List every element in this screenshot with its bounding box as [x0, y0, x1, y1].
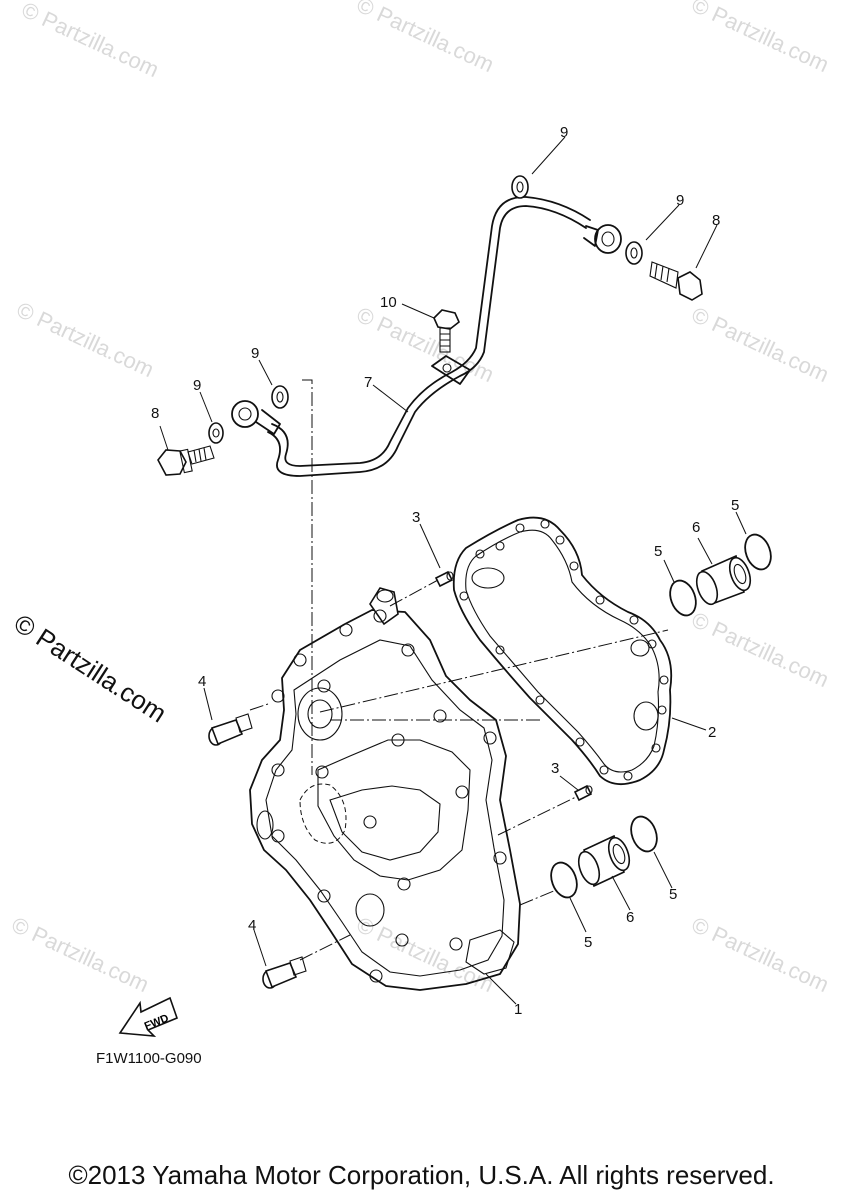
- watermark: © Partzilla.com: [353, 0, 498, 77]
- dowel-pins: [434, 570, 593, 802]
- callout-8: 8: [151, 405, 159, 422]
- copyright-notice: ©2013 Yamaha Motor Corporation, U.S.A. A…: [68, 1160, 775, 1190]
- bolt-10: [433, 309, 460, 353]
- o-rings-and-collars: [550, 533, 772, 899]
- callout-4: 4: [248, 917, 256, 934]
- callout-6: 6: [626, 909, 634, 926]
- crankcase-cover: [249, 587, 521, 991]
- watermarks: © Partzilla.com © Partzilla.com © Partzi…: [8, 0, 833, 997]
- callout-10: 10: [380, 294, 397, 311]
- callout-5: 5: [669, 886, 677, 903]
- callout-3: 3: [551, 760, 559, 777]
- callout-1: 1: [514, 1001, 522, 1018]
- watermark-large: © Partzilla.com: [9, 608, 172, 729]
- callout-3: 3: [412, 509, 420, 526]
- callout-5: 5: [584, 934, 592, 951]
- washers-9: [208, 175, 643, 444]
- watermark: © Partzilla.com: [688, 302, 833, 387]
- fwd-arrow-icon: FWD: [118, 996, 179, 1037]
- watermark: © Partzilla.com: [688, 607, 833, 692]
- callout-9: 9: [251, 345, 259, 362]
- gasket: [452, 516, 673, 786]
- bolt-8-right: [649, 261, 703, 301]
- callout-6: 6: [692, 519, 700, 536]
- leader-lines: [159, 136, 747, 1005]
- callout-5: 5: [731, 497, 739, 514]
- callouts: 1 2 3 3 4 4 5 5 5 5 6 6 7 8 8 9 9 9 9 10: [151, 124, 739, 1018]
- watermark: © Partzilla.com: [688, 912, 833, 997]
- callout-9: 9: [676, 192, 684, 209]
- callout-9: 9: [193, 377, 201, 394]
- watermark: © Partzilla.com: [688, 0, 833, 77]
- bolts-4: [208, 713, 307, 989]
- callout-5: 5: [654, 543, 662, 560]
- callout-9: 9: [560, 124, 568, 141]
- watermark: © Partzilla.com: [18, 0, 163, 82]
- watermark: © Partzilla.com: [8, 912, 153, 997]
- diagram-code: F1W1100-G090: [96, 1050, 202, 1067]
- callout-4: 4: [198, 673, 206, 690]
- callout-8: 8: [712, 212, 720, 229]
- bolt-8-left: [157, 445, 215, 476]
- callout-7: 7: [364, 374, 372, 391]
- callout-2: 2: [708, 724, 716, 741]
- watermark: © Partzilla.com: [13, 297, 158, 382]
